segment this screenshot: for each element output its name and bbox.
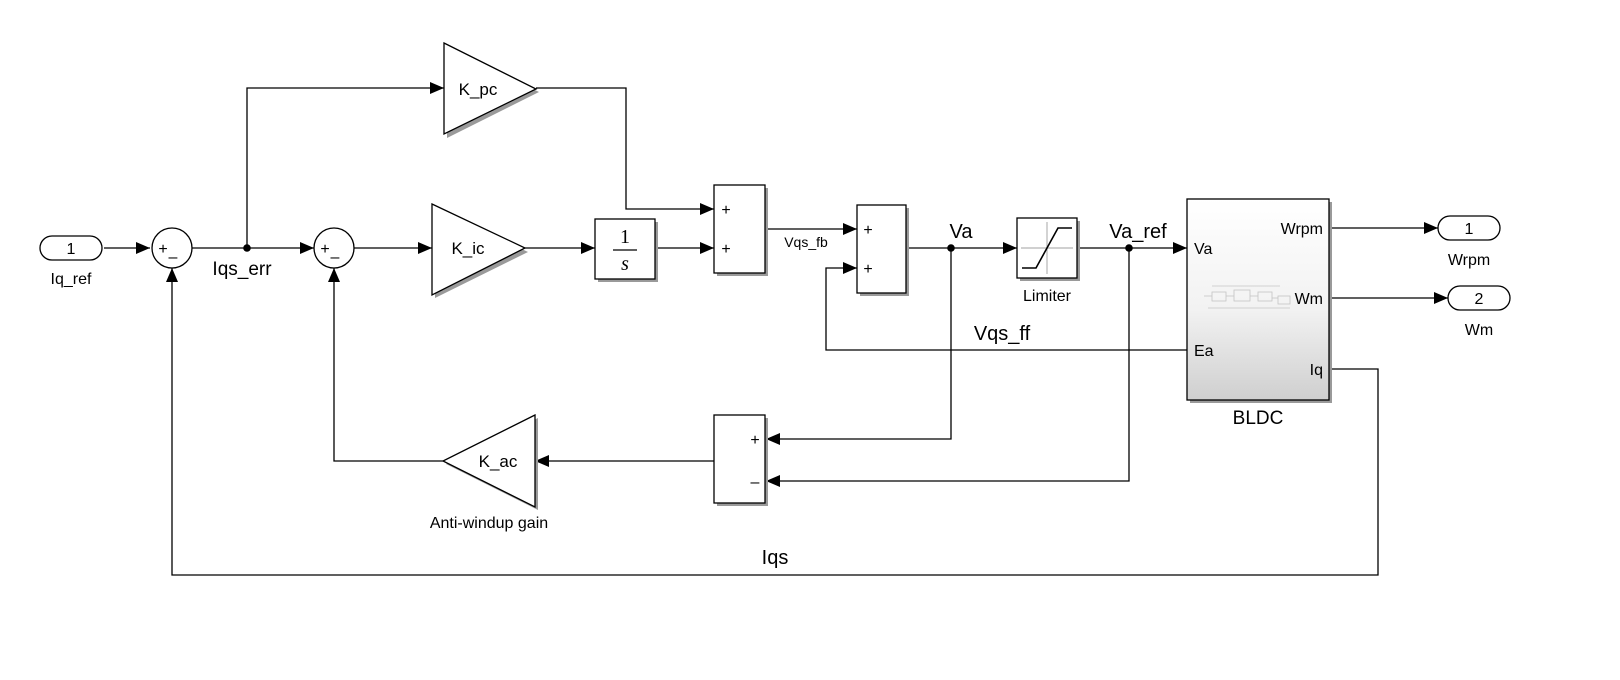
arrow-head [843, 262, 857, 274]
outport-label: Wrpm [1448, 252, 1490, 269]
bldc-output-iq: Iq [1310, 362, 1323, 379]
gain-block-kac[interactable]: K_ac Anti-windup gain [430, 413, 548, 532]
arrow-head [766, 475, 780, 487]
integrator-block[interactable]: 1 s [594, 218, 658, 282]
sum-sign: + [721, 241, 730, 258]
sum-sign: + [863, 222, 872, 239]
sum-sign: + [750, 432, 759, 449]
wire-vqs-ff[interactable] [825, 267, 1187, 351]
arrow-head [300, 242, 314, 254]
sum-sign: + [721, 202, 730, 219]
branch-point [947, 244, 955, 252]
wire-err-to-kpc[interactable] [246, 87, 444, 248]
sum-block-antiwindup-correction[interactable]: + – [313, 227, 355, 269]
sum-sign: + [863, 261, 872, 278]
arrow-head [700, 242, 714, 254]
arrow-head [1434, 292, 1448, 304]
arrow-head [418, 242, 432, 254]
arrow-head [1173, 242, 1187, 254]
signal-labels: Iqs_err Vqs_fb Va Va_ref Vqs_ff Iqs [212, 221, 1167, 569]
saturation-block-limiter[interactable]: Limiter [1016, 217, 1080, 305]
arrow-head [700, 203, 714, 215]
signal-label-iqs: Iqs [762, 547, 789, 569]
integrator-denominator: s [621, 253, 629, 275]
bldc-label: BLDC [1233, 408, 1284, 429]
outport-label: Wm [1465, 322, 1493, 339]
subsystem-preview-icon [1204, 285, 1291, 309]
outport-wm[interactable]: 2 Wm [1447, 285, 1511, 339]
branch-point [1125, 244, 1133, 252]
gain-label: K_pc [459, 80, 498, 99]
limiter-label: Limiter [1023, 288, 1072, 305]
outport-number: 2 [1475, 291, 1484, 308]
arrow-head [1003, 242, 1017, 254]
signal-label-va-ref: Va_ref [1109, 221, 1167, 243]
arrow-head [430, 82, 444, 94]
branch-point [243, 244, 251, 252]
wire-iqs[interactable] [171, 268, 1379, 576]
bldc-input-va: Va [1194, 241, 1212, 258]
gain-caption: Anti-windup gain [430, 515, 548, 532]
sum-sign: – [331, 249, 340, 266]
sum-sign: + [320, 241, 329, 258]
signal-lines [104, 87, 1448, 576]
sum-block-pi[interactable]: + + [713, 184, 768, 276]
wire-va-to-aw[interactable] [766, 248, 952, 440]
arrowheads [136, 82, 1448, 487]
bldc-input-ea: Ea [1194, 343, 1214, 360]
gain-block-kic[interactable]: K_ic [431, 202, 528, 298]
wire-kpc-out[interactable] [536, 87, 714, 210]
wire-varef-to-aw[interactable] [766, 248, 1130, 482]
subsystem-bldc[interactable]: Va Ea Wrpm Wm Iq BLDC [1186, 198, 1332, 429]
outport-wrpm[interactable]: 1 Wrpm [1437, 215, 1501, 269]
sum-block-error[interactable]: + – [151, 227, 193, 269]
arrow-head [581, 242, 595, 254]
signal-label-vqs-fb: Vqs_fb [784, 234, 828, 250]
inport-label: Iq_ref [51, 271, 92, 288]
branch-points [243, 244, 1133, 252]
signal-label-vqs-ff: Vqs_ff [974, 323, 1031, 345]
sum-block-antiwindup[interactable]: + – [713, 414, 768, 506]
bldc-output-wm: Wm [1295, 291, 1323, 308]
gain-block-kpc[interactable]: K_pc [443, 41, 539, 138]
arrow-head [328, 268, 340, 282]
arrow-head [136, 242, 150, 254]
sum-sign: + [158, 241, 167, 258]
arrow-head [166, 268, 178, 282]
sum-sign: – [169, 249, 178, 266]
arrow-head [766, 433, 780, 445]
inport-iq-ref[interactable]: 1 Iq_ref [39, 235, 103, 288]
wire-kac-to-sum2[interactable] [333, 268, 443, 462]
arrow-head [535, 455, 549, 467]
outport-number: 1 [1465, 221, 1474, 238]
gain-label: K_ac [479, 452, 518, 471]
gain-label: K_ic [451, 239, 485, 258]
sum-sign: – [751, 474, 760, 491]
arrow-head [1424, 222, 1438, 234]
bldc-output-wrpm: Wrpm [1281, 221, 1323, 238]
signal-label-va: Va [950, 221, 974, 243]
saturation-icon [1022, 227, 1072, 269]
inport-number: 1 [67, 241, 76, 258]
signal-label-iqs-err: Iqs_err [212, 259, 272, 280]
sum-block-feedforward[interactable]: + + [856, 204, 909, 296]
integrator-numerator: 1 [620, 226, 630, 248]
arrow-head [843, 223, 857, 235]
